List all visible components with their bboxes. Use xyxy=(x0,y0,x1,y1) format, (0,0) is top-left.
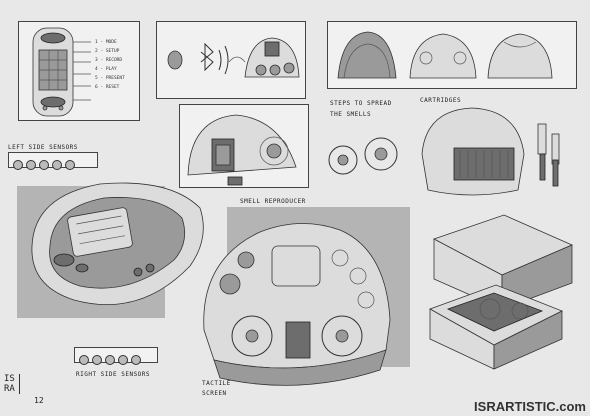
screen-label: SCREEN xyxy=(202,390,227,397)
sensor-dot xyxy=(13,160,23,170)
menu-item: 4 - PLAY xyxy=(95,67,117,72)
cartridges-drawing xyxy=(421,107,560,196)
sensor-dot xyxy=(65,160,75,170)
packaging-box-drawing xyxy=(429,214,574,370)
sensor-dot xyxy=(131,355,141,365)
signature-year: 12 xyxy=(34,396,44,405)
tactile-label: TACTILE xyxy=(202,380,231,387)
steps-label: STEPS TO SPREAD xyxy=(330,100,392,107)
left-sensors-label: LEFT SIDE SENSORS xyxy=(8,144,78,151)
cartridges-label: CARTRIDGES xyxy=(420,97,462,104)
sensor-dot xyxy=(105,355,115,365)
signature-line-1: IS xyxy=(4,374,15,384)
menu-item: 1 - MODE xyxy=(95,40,117,45)
panel-device-menu: 1 - MODE 2 - SETUP 3 - RECORD 4 - PLAY 5… xyxy=(18,21,140,121)
right-sensors-strip xyxy=(74,347,158,365)
menu-item: 6 - RESET xyxy=(95,85,120,90)
cartridge-slot-drawing xyxy=(187,114,297,186)
wrist-device-drawing xyxy=(31,182,204,306)
bluetooth-transmission-drawing xyxy=(167,37,300,78)
smell-reproducer-drawing xyxy=(203,223,391,386)
steps-fans-drawing xyxy=(328,137,398,175)
panel-three-views xyxy=(327,21,577,89)
menu-item: 5 - PRESENT xyxy=(95,76,125,81)
left-sensors-strip xyxy=(8,152,98,170)
sensor-dot xyxy=(118,355,128,365)
signature-line-2: RA xyxy=(4,384,15,394)
sensor-dot xyxy=(79,355,89,365)
menu-item: 3 - RECORD xyxy=(95,58,123,63)
menu-item: 2 - SETUP xyxy=(95,49,120,54)
sensor-dot xyxy=(39,160,49,170)
three-views-drawing xyxy=(337,31,553,79)
sensor-dot xyxy=(26,160,36,170)
artist-signature: IS RA xyxy=(4,374,20,394)
device-front-drawing xyxy=(32,27,91,117)
watermark: ISRARTISTIC.com xyxy=(474,399,586,414)
smell-reproducer-label: SMELL REPRODUCER xyxy=(240,198,306,205)
panel-cartridge-slot xyxy=(179,104,309,188)
panel-bluetooth xyxy=(156,21,306,99)
the-smells-label: THE SMELLS xyxy=(330,111,372,118)
right-sensors-label: RIGHT SIDE SENSORS xyxy=(76,371,151,378)
sensor-dot xyxy=(92,355,102,365)
sensor-dot xyxy=(52,160,62,170)
